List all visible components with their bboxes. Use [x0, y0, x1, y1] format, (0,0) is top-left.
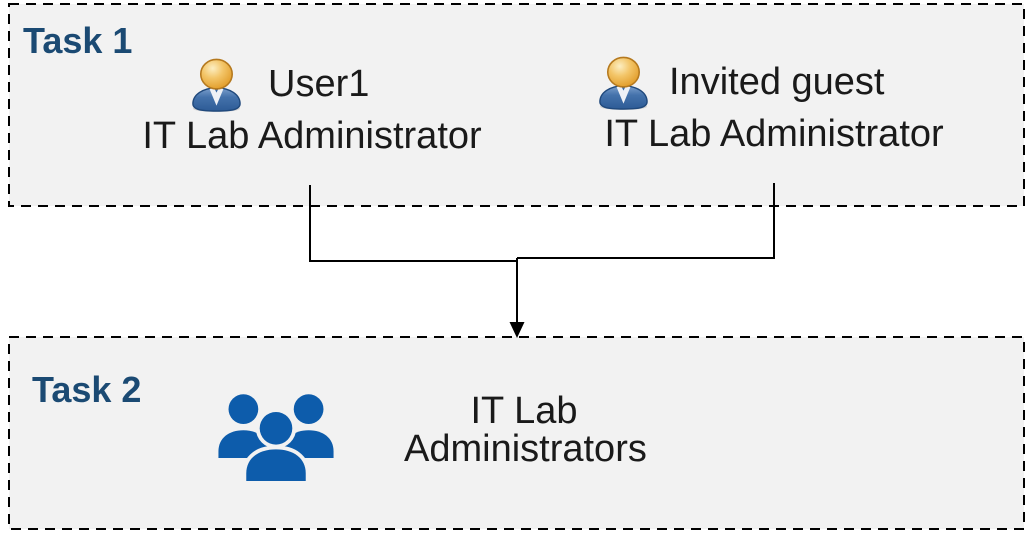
person-role: IT Lab Administrator	[142, 115, 482, 157]
group-name: IT Lab Administrators	[404, 390, 647, 470]
task1-box	[8, 3, 1025, 207]
arrowhead-down-icon	[509, 322, 525, 338]
people-group-icon	[215, 388, 337, 485]
person-icon	[187, 56, 244, 112]
person-name: User1	[268, 63, 370, 105]
task1-title: Task 1	[23, 20, 133, 61]
connector-left-elbow	[309, 185, 517, 262]
group-name-line2: Administrators	[404, 428, 647, 470]
person-invited-guest: Invited guest	[594, 54, 884, 110]
connector-right-elbow	[517, 183, 775, 259]
task2-title: Task 2	[32, 369, 142, 410]
person-role: IT Lab Administrator	[604, 113, 944, 155]
task2-box	[8, 336, 1025, 530]
group-name-line1: IT Lab	[470, 390, 578, 432]
person-name: Invited guest	[669, 61, 885, 103]
person-icon	[594, 54, 651, 110]
person-user1: User1	[187, 56, 369, 112]
